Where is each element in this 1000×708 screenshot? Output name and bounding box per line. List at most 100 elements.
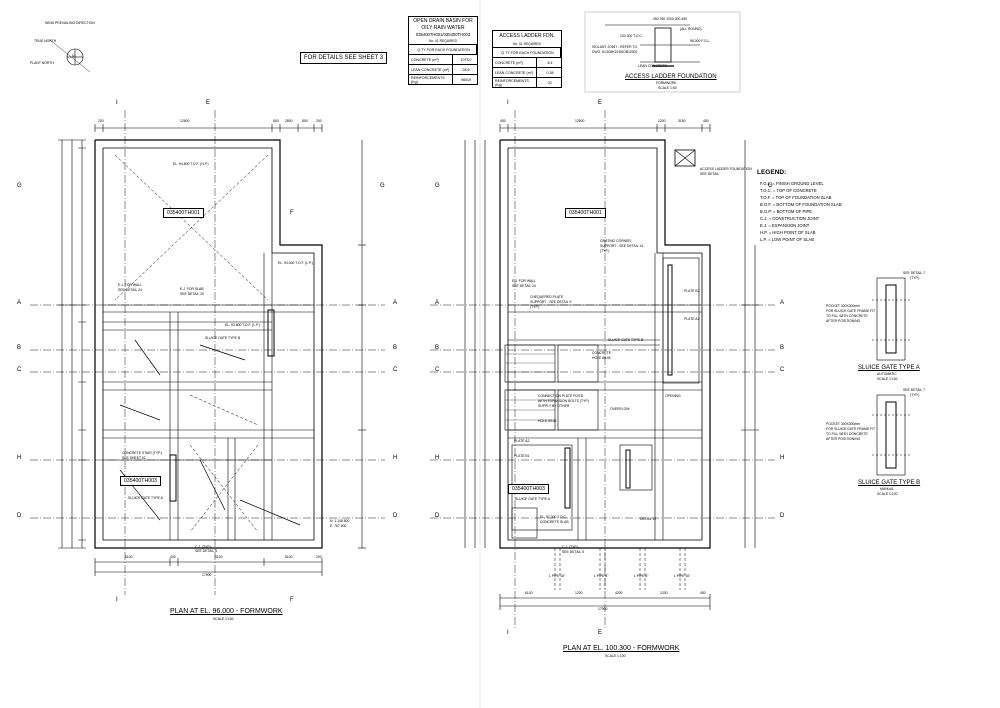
plan-1-dim: 6100 xyxy=(285,555,293,559)
plan-1-dim: 12600 xyxy=(180,119,190,123)
sluice-gate-a-drawing xyxy=(872,277,910,361)
axis-label: A xyxy=(435,300,440,306)
plan-2-note: PLATE A1 xyxy=(684,317,700,321)
sluice-a-detail: SEE DETAIL 7 xyxy=(903,271,926,275)
legend-item: E.J. = EXPANSION JOINT xyxy=(760,223,810,228)
plan-2-note: SEE DETAIL 24 xyxy=(512,284,536,288)
sluice-a-typ: (TYP.) xyxy=(910,276,920,280)
plan-2-note: SUPPORT - SEE DETAIL 9 xyxy=(530,300,572,304)
ladder-detail-sub: FORMWORK xyxy=(656,81,677,85)
table-row: CONCRETE (m³)8.4 xyxy=(493,57,561,67)
legend-item: C.J. = CONSTRUCTION JOINT xyxy=(760,216,820,221)
sluice-b-note: TO FILL WITH CONCRETE xyxy=(826,432,868,436)
plan-2-note: PLATE A2 xyxy=(514,439,530,443)
axis-label: C xyxy=(780,367,785,373)
ladder-toc: 100.300 T.O.C. xyxy=(620,34,643,38)
axis-label: A xyxy=(17,300,22,306)
north-letter: N xyxy=(72,54,75,58)
plan-2-dim-total: 17900 xyxy=(598,607,608,611)
plan-1-dim: 2800 xyxy=(285,119,293,123)
ladder-lean: LEAN CONCRETE xyxy=(638,64,667,68)
table-row: REINFORCEMENTS (Kg)32 xyxy=(493,77,561,87)
plan-2-note: SEE DETAIL 5 xyxy=(562,550,585,554)
wind-direction-label: WIND PREVAILING DIRECTION xyxy=(45,21,95,25)
axis-label: B xyxy=(435,345,440,351)
plan-2-note: SLUICE GATE TYPE A xyxy=(515,497,550,501)
basin-title-1: OPEN DRAIN BASIN FOR xyxy=(413,18,473,24)
plan-1-tag-bottom: 035400TH003 xyxy=(120,476,161,486)
plan-1-note: SEE DETAIL 20 xyxy=(180,292,204,296)
axis-label: A xyxy=(780,300,785,306)
axis-label: E xyxy=(206,100,211,106)
axis-label: I xyxy=(507,630,509,636)
plan-2-grid-lines xyxy=(430,110,775,630)
axis-label: C xyxy=(17,367,22,373)
plan-2-dim: 450 xyxy=(700,591,706,595)
axis-label: D xyxy=(393,513,398,519)
ladder-quantity-table: ACCESS LADDER FDN. No. 01 REQUIRED Q.TY … xyxy=(492,30,562,88)
plan-1-title: PLAN AT EL. 96.000 - FORMWORK xyxy=(170,608,283,615)
legend-title: LEGEND: xyxy=(757,169,787,176)
legend-item: B.O.P. = BOTTOM OF PIPE xyxy=(760,209,813,214)
axis-label: H xyxy=(780,455,785,461)
plan-2-tag-top: 035400TH001 xyxy=(565,208,606,218)
plan-2-note: SUPPORT - SEE DETAIL 14 xyxy=(600,244,644,248)
plan-2-note: DETAIL 12 xyxy=(640,517,657,521)
plan-1-note: EL. 93.800 T.O.F. (L.P.) xyxy=(225,323,260,327)
table-row: LEAN CONCRETE (m³)0.38 xyxy=(493,67,561,77)
axis-label: D xyxy=(435,513,440,519)
plan-1-note: SLUICE GATE TYPE B xyxy=(205,336,241,340)
axis-label: I xyxy=(507,100,509,106)
plan-2-note: ACCESS LADDER FOUNDATION xyxy=(700,167,752,171)
axis-label: F xyxy=(290,210,294,216)
plan-1-dim-total: 17900 xyxy=(202,573,212,577)
plan-1-dim: 5100 xyxy=(215,555,223,559)
plan-2-note: CHEQUERED PLATE xyxy=(530,295,564,299)
plan-2-note: CONNECTION PLATE FIXED xyxy=(538,394,584,398)
axis-label: H xyxy=(393,455,398,461)
plan-2-pipe: L PIPE 8" xyxy=(634,574,649,578)
sluice-b-note: POCKET 300X300mm xyxy=(826,422,861,426)
basin-title-3: 035400TH001/035400TH003 xyxy=(415,32,471,37)
plan-1-note: EL. 94.800 T.O.F. (H.P.) xyxy=(173,162,209,166)
axis-label: D xyxy=(780,513,785,519)
plan-1-note: E. 767.600 xyxy=(330,524,347,528)
plan-1-dim: 6100 xyxy=(125,555,133,559)
basin-quantity-table: OPEN DRAIN BASIN FOR OILY RAIN WATER 035… xyxy=(408,16,478,85)
plan-1-note: CONCRETE STAIR (TYP.) xyxy=(122,451,162,455)
plan-2-dim: 450 xyxy=(703,119,709,123)
legend-item: H.P. = HIGH POINT OF SLAB xyxy=(760,230,816,235)
plan-2-dim: 1200 xyxy=(658,119,666,123)
plan-2-note: WITH EXPANSION BOLTS (TYP.) xyxy=(538,399,590,403)
ladder-fgl: 98.000 F.G.L. xyxy=(690,39,711,43)
axis-label: B xyxy=(17,345,22,351)
legend-item: T.O.C. = TOP OF CONCRETE xyxy=(760,188,817,193)
plan-2-note: PLATE B1 xyxy=(514,454,530,458)
axis-label: B xyxy=(780,345,785,351)
plan-2-note: E.J. FOR WALL xyxy=(512,279,536,283)
plan-2-note: EL. 97.300 T.O.C. xyxy=(540,515,567,519)
plan-2-tag-bottom: 035400TH003 xyxy=(508,484,549,494)
ladder-dims: 450 250 1000 300 450 xyxy=(653,17,688,21)
sluice-a-title: SLUICE GATE TYPE A xyxy=(858,365,920,371)
axis-label: H xyxy=(17,455,22,461)
plan-2-note: GRATING CORNER xyxy=(600,239,631,243)
plan-1-note: E.J. FOR SLAB xyxy=(180,287,204,291)
plan-1-dim: 200 xyxy=(98,119,104,123)
plan-2-note: (TYP.) xyxy=(600,249,610,253)
sluice-gate-b-drawing xyxy=(872,394,910,476)
sluice-b-sub: MANUAL xyxy=(880,487,895,491)
axis-label: G xyxy=(17,183,22,189)
plan-1-dim: 200 xyxy=(316,555,322,559)
plan-2-note: (TYP.) xyxy=(530,305,540,309)
details-note: FOR DETAILS SEE SHEET 3 xyxy=(300,52,388,64)
axis-label: H xyxy=(435,455,440,461)
sluice-a-note: FOR SLUICE GATE FRAME FIT xyxy=(826,309,876,313)
axis-label: G xyxy=(435,183,440,189)
legend-item: T.O.F. = TOP OF FOUNDATION SLAB xyxy=(760,195,832,200)
plan-2-outline xyxy=(464,124,759,610)
plan-1-dim: 200 xyxy=(316,119,322,123)
plan-2-pipe: L PIPE 16" xyxy=(674,574,691,578)
plant-north-label: PLANT NORTH xyxy=(30,61,54,65)
